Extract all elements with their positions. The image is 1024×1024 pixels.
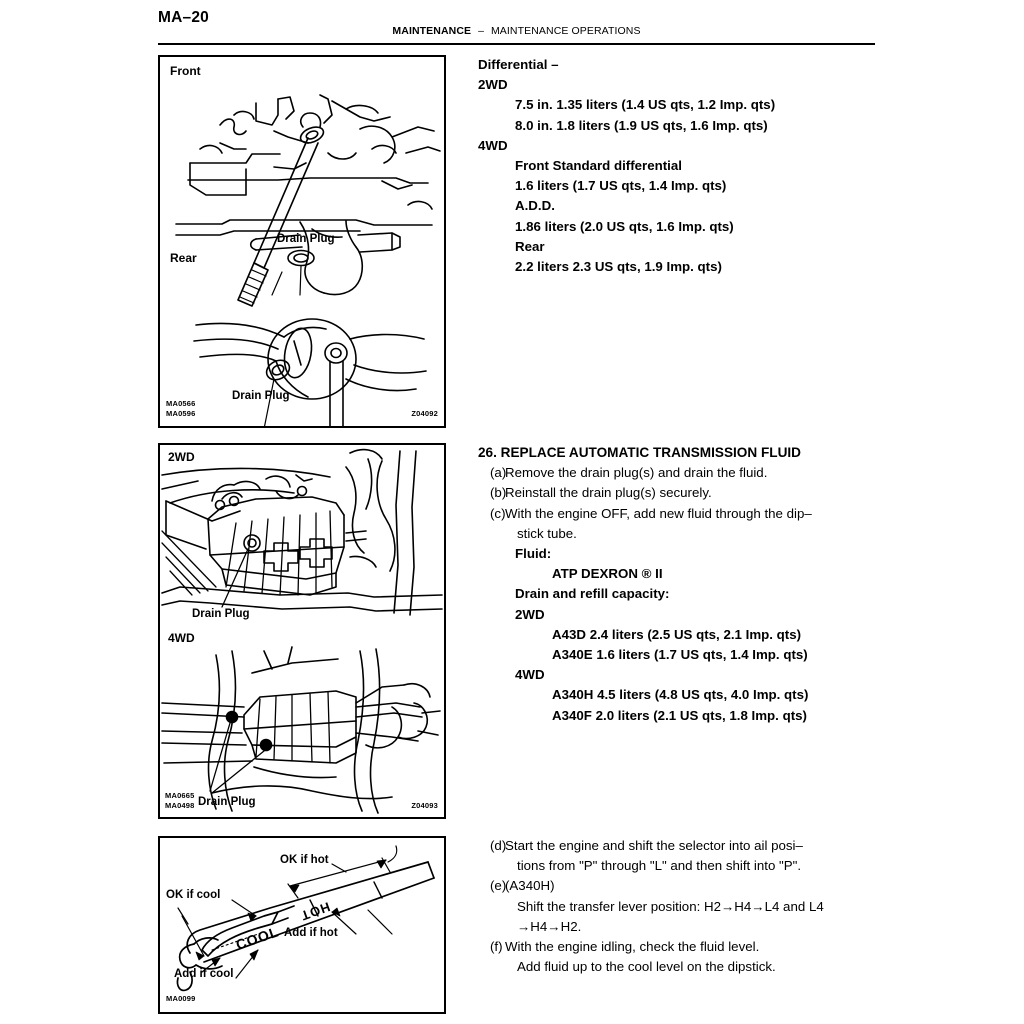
callout-drain-plug-front: Drain Plug [277, 233, 335, 245]
figure-differential-drain-plugs: Front Rear [158, 55, 446, 428]
step-f-continuation: Add fluid up to the cool level on the di… [517, 959, 776, 975]
label-ok-if-hot: OK if hot [280, 854, 329, 866]
step-e-continuation: Shift the transfer lever position: H2→H4… [517, 898, 824, 914]
differential-line-art [175, 94, 441, 426]
differential-4wd-item: Front Standard differential [515, 158, 682, 174]
differential-4wd-label: 4WD [478, 137, 508, 153]
header-subsection: MAINTENANCE OPERATIONS [490, 25, 641, 37]
figure-code-ma0596: MA0596 [166, 408, 196, 418]
callout-drain-plug-4wd: Drain Plug [198, 796, 256, 808]
step-d-marker: (d) [490, 838, 507, 853]
differential-4wd-item: 1.6 liters (1.7 US qts, 1.4 Imp. qts) [515, 178, 727, 194]
step-d: (d) Start the engine and shift the selec… [478, 836, 898, 856]
page-header: MAINTENANCE–MAINTENANCE OPERATIONS [158, 25, 875, 37]
differential-4wd-item: A.D.D. [515, 198, 555, 214]
dipstick-line-art: COOL HOT [176, 845, 435, 992]
transmission-2wd-label: 2WD [515, 606, 545, 622]
step-e-text: (A340H) [505, 878, 555, 894]
step-c: (c) With the engine OFF, add new fluid t… [478, 504, 898, 524]
label-add-if-hot: Add if hot [284, 927, 338, 939]
page-number: MA–20 [158, 9, 209, 26]
header-section: MAINTENANCE [392, 25, 472, 37]
step-b-marker: (b) [490, 485, 507, 501]
differential-title: Differential – [478, 57, 559, 72]
step-b-text: Reinstall the drain plug(s) securely. [505, 485, 712, 501]
differential-2wd-item: 8.0 in. 1.8 liters (1.9 US qts, 1.6 Imp.… [515, 117, 768, 133]
figure-label-4wd: 4WD [168, 631, 195, 645]
step-d-continuation: tions from "P" through "L" and then shif… [517, 858, 802, 874]
figure-code-ma0566: MA0566 [166, 398, 196, 408]
dipstick-stamp-hot: HOT [298, 899, 332, 924]
capacity-label: Drain and refill capacity: [515, 586, 670, 602]
figure-label-2wd: 2WD [168, 450, 195, 464]
differential-4wd-item: 1.86 liters (2.0 US qts, 1.6 Imp. qts) [515, 218, 734, 234]
step-a-text: Remove the drain plug(s) and drain the f… [505, 465, 768, 481]
step-f-marker: (f) [490, 939, 503, 955]
transmission-4wd-item: A340H 4.5 liters (4.8 US qts, 4.0 Imp. q… [552, 687, 809, 703]
procedure-steps-block: (d) Start the engine and shift the selec… [478, 836, 898, 977]
figure-dipstick-levels: COOL HOT OK if hot OK if cool Add if hot… [158, 836, 446, 1014]
figure-code-ma0498: MA0498 [165, 800, 195, 810]
step-b: (b) Reinstall the drain plug(s) securely… [478, 483, 898, 503]
step-a: (a) Remove the drain plug(s) and drain t… [478, 463, 898, 483]
fluid-label: Fluid: [515, 546, 552, 562]
figure-code-ma0665: MA0665 [165, 790, 195, 800]
figure-transmission-drain-plugs: 2WD 4WD [158, 443, 446, 819]
header-separator: – [478, 25, 484, 37]
figure-label-front: Front [170, 64, 201, 78]
differential-4wd-item: 2.2 liters 2.3 US qts, 1.9 Imp. qts) [515, 259, 722, 275]
transmission-fluid-section: 26. REPLACE AUTOMATIC TRANSMISSION FLUID… [478, 443, 898, 726]
step-c-text: With the engine OFF, add new fluid throu… [505, 505, 812, 521]
callout-drain-plug-2wd: Drain Plug [192, 608, 250, 620]
transmission-4wd-label: 4WD [515, 667, 545, 683]
figure-code-ma0099: MA0099 [166, 993, 196, 1003]
step-e-marker: (e) [490, 878, 507, 894]
figure-code-z04092: Z04092 [411, 408, 438, 418]
step-f-text: With the engine idling, check the fluid … [505, 939, 760, 955]
step-e-continuation: →H4→H2. [517, 918, 582, 934]
transmission-line-art [161, 448, 443, 814]
transmission-2wd-item: A43D 2.4 liters (2.5 US qts, 2.1 Imp. qt… [552, 626, 802, 642]
step-a-marker: (a) [490, 465, 507, 481]
differential-4wd-item: Rear [515, 238, 545, 254]
step-c-continuation: stick tube. [517, 525, 577, 541]
label-add-if-cool: Add if cool [174, 968, 234, 980]
step-f: (f) With the engine idling, check the fl… [478, 937, 898, 957]
transmission-4wd-item: A340F 2.0 liters (2.1 US qts, 1.8 Imp. q… [552, 707, 807, 723]
differential-2wd-item: 7.5 in. 1.35 liters (1.4 US qts, 1.2 Imp… [515, 97, 776, 113]
section-heading-26: 26. REPLACE AUTOMATIC TRANSMISSION FLUID [478, 445, 801, 460]
callout-drain-plug-rear: Drain Plug [232, 390, 290, 402]
figure-code-z04093: Z04093 [411, 800, 438, 810]
figure-label-rear: Rear [170, 251, 197, 265]
step-d-text: Start the engine and shift the selector … [505, 838, 803, 853]
transmission-2wd-item: A340E 1.6 liters (1.7 US qts, 1.4 Imp. q… [552, 647, 808, 663]
fluid-value: ATP DEXRON ® II [552, 566, 663, 582]
header-divider [158, 43, 875, 45]
label-ok-if-cool: OK if cool [166, 889, 221, 901]
differential-capacity-block: Differential – 2WD 7.5 in. 1.35 liters (… [478, 55, 898, 277]
step-c-marker: (c) [490, 505, 506, 521]
step-e: (e) (A340H) [478, 876, 898, 896]
differential-2wd-label: 2WD [478, 77, 508, 93]
